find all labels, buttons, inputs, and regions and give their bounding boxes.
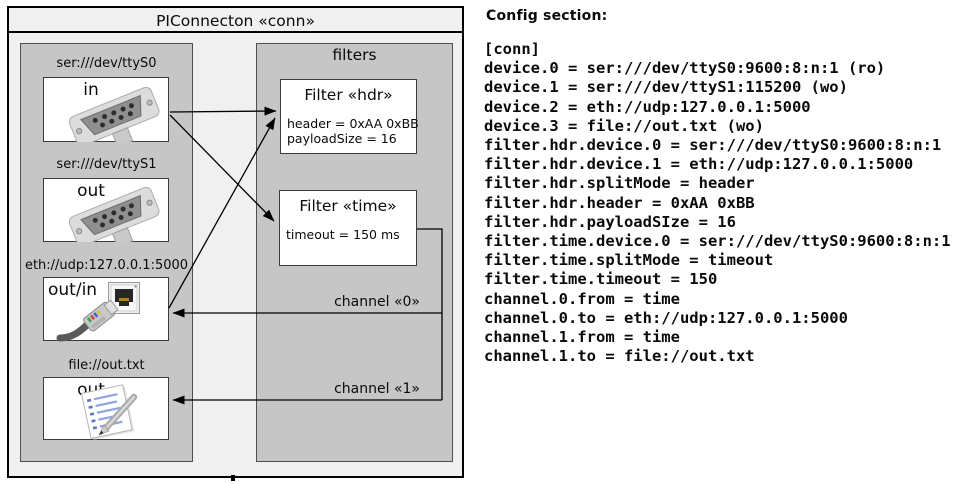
- device-label-ser1: ser:///dev/ttyS1: [56, 157, 157, 172]
- channel-0-label: channel «0»: [334, 294, 420, 310]
- serial-connector-icon: [68, 186, 160, 242]
- config-body: [conn] device.0 = ser:///dev/ttyS0:9600:…: [484, 40, 951, 366]
- filter-box-time: Filter «time» timeout = 150 ms: [279, 190, 417, 266]
- channel-1-label: channel «1»: [334, 381, 420, 397]
- device-box-ser1: out: [43, 178, 169, 242]
- device-box-ser0: in: [43, 77, 169, 142]
- filter-box-hdr: Filter «hdr» header = 0xAA 0xBB payloadS…: [280, 79, 419, 154]
- device-box-eth: out/in: [43, 277, 169, 342]
- notepad-pencil-icon: [80, 384, 138, 440]
- filters-panel-title: filters: [332, 46, 377, 64]
- device-port-ser0: in: [83, 80, 99, 100]
- serial-connector-icon: [68, 86, 160, 142]
- device-port-ser1: out: [77, 181, 105, 201]
- ethernet-cable-icon: [56, 299, 119, 342]
- border-notch: [231, 475, 235, 481]
- device-box-file: out: [43, 377, 169, 440]
- config-heading: Config section:: [486, 8, 608, 24]
- filter-time-title: Filter «time»: [299, 197, 397, 215]
- diagram-title: PIConnecton «conn»: [9, 8, 462, 33]
- device-label-ser0: ser:///dev/ttyS0: [56, 56, 157, 71]
- filter-hdr-attributes: header = 0xAA 0xBB payloadSize = 16: [287, 116, 419, 146]
- device-port-eth: out/in: [48, 280, 98, 300]
- filter-time-attributes: timeout = 150 ms: [286, 227, 400, 242]
- filter-hdr-title: Filter «hdr»: [304, 86, 393, 104]
- device-label-eth: eth://udp:127.0.0.1:5000: [24, 258, 189, 273]
- device-label-file: file://out.txt: [68, 358, 145, 373]
